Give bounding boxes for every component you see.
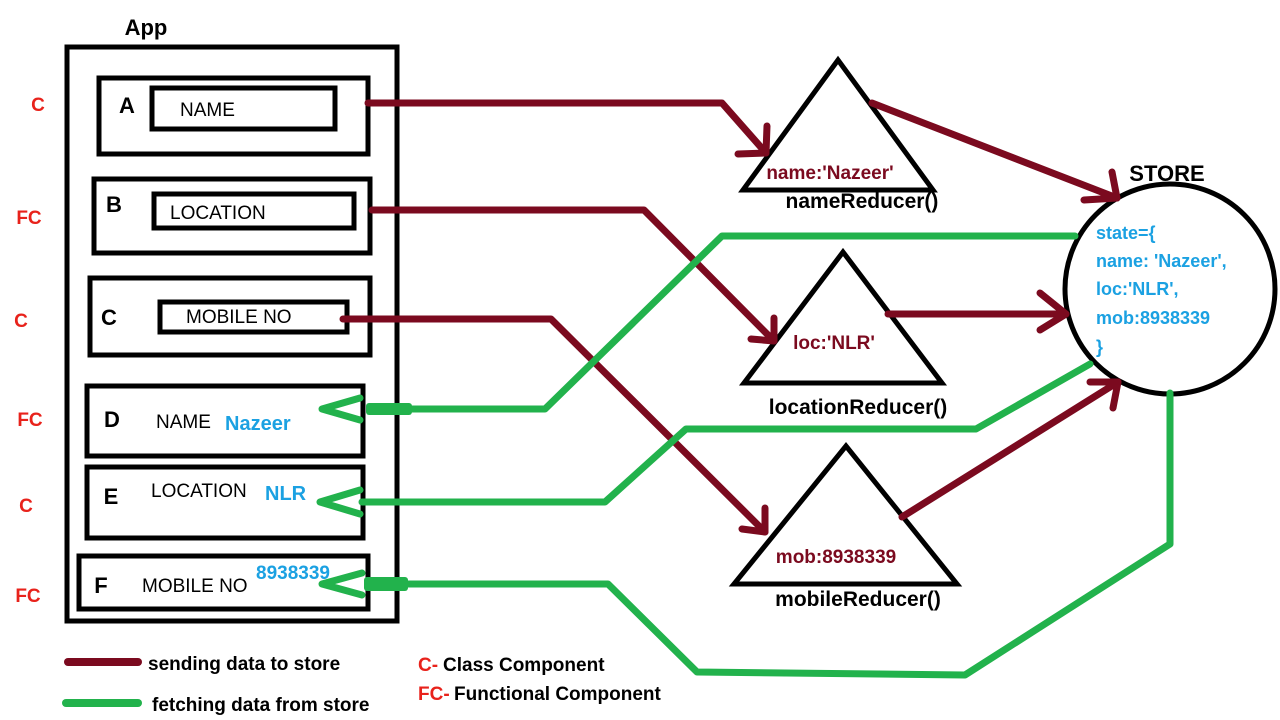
legend-send-label: sending data to store — [148, 654, 340, 675]
component-a: A NAME — [96, 75, 371, 157]
store-state-line-3: loc:'NLR', — [1096, 279, 1179, 299]
fetch-tail-f — [364, 577, 408, 591]
legend-c-text: Class Component — [443, 655, 605, 676]
component-d-field-label: NAME — [156, 412, 211, 433]
component-f-letter: F — [94, 573, 107, 598]
fetch-arrowhead-f — [318, 569, 366, 599]
component-b-field-box — [151, 191, 357, 231]
send-arrowhead-mobile-store — [1086, 378, 1122, 412]
component-a-field-box — [149, 85, 338, 132]
component-d: D NAME Nazeer — [84, 383, 366, 459]
component-a-letter: A — [119, 93, 135, 118]
fetch-arrow-f — [401, 389, 1174, 679]
name-reducer-label: name:'Nazeer' — [766, 163, 893, 184]
legend-c-abbr: C- — [418, 655, 438, 676]
component-c-letter: C — [101, 305, 117, 330]
send-arrowhead-a — [734, 122, 771, 158]
name-reducer-name: nameReducer() — [786, 190, 939, 213]
fetch-arrow-e — [358, 360, 1094, 506]
component-d-letter: D — [104, 407, 120, 432]
send-arrow-mobile-store — [898, 378, 1122, 521]
component-e-value: NLR — [265, 483, 307, 505]
fetch-arrowhead-d — [318, 394, 364, 424]
type-label-a: C — [31, 95, 45, 116]
send-arrowhead-c — [738, 504, 769, 536]
type-label-c: C — [14, 311, 28, 332]
legend: sending data to store fetching data from… — [62, 654, 662, 716]
mobile-reducer-name: mobileReducer() — [775, 588, 941, 611]
legend-fc-text: Functional Component — [454, 684, 662, 705]
type-label-e: C — [19, 496, 33, 517]
component-a-field-label: NAME — [180, 100, 235, 121]
send-arrow-name-store — [868, 99, 1121, 202]
app-container — [64, 44, 400, 624]
component-b: B LOCATION — [91, 176, 373, 256]
send-arrowhead-location-store — [1036, 289, 1070, 334]
fetch-arrowhead-e — [316, 486, 364, 518]
component-e-field-label: LOCATION — [151, 481, 247, 502]
send-arrowhead-b — [747, 314, 778, 345]
send-arrow-b — [368, 206, 778, 345]
store-state-line-2: name: 'Nazeer', — [1096, 251, 1227, 271]
type-label-f: FC — [15, 586, 41, 607]
location-reducer-label: loc:'NLR' — [793, 333, 875, 354]
store-state-line-5: } — [1096, 337, 1103, 357]
component-e-letter: E — [104, 484, 119, 509]
name-reducer-triangle — [738, 55, 938, 193]
component-f-field-label: MOBILE NO — [142, 576, 248, 597]
store-state-line-4: mob:8938339 — [1096, 308, 1210, 328]
store-state-line-1: state={ — [1096, 223, 1156, 243]
type-label-d: FC — [17, 410, 43, 431]
send-arrow-c — [339, 315, 769, 536]
legend-fc-abbr: FC- — [418, 684, 450, 705]
component-d-value: Nazeer — [225, 413, 291, 435]
send-arrowhead-name-store — [1080, 168, 1121, 204]
app-title: App — [125, 15, 168, 40]
component-b-letter: B — [106, 192, 122, 217]
mobile-reducer-label: mob:8938339 — [776, 547, 896, 568]
component-c: C MOBILE NO — [87, 275, 373, 358]
fetch-tail-d — [366, 403, 412, 415]
legend-fetch-label: fetching data from store — [152, 695, 369, 716]
send-arrow-a — [364, 99, 770, 157]
component-f-value: 8938339 — [256, 563, 330, 584]
component-c-field-label: MOBILE NO — [186, 307, 292, 328]
type-label-b: FC — [16, 208, 42, 229]
location-reducer-name: locationReducer() — [769, 396, 948, 419]
fetch-arrow-d — [404, 232, 1079, 413]
component-b-field-label: LOCATION — [170, 203, 266, 224]
